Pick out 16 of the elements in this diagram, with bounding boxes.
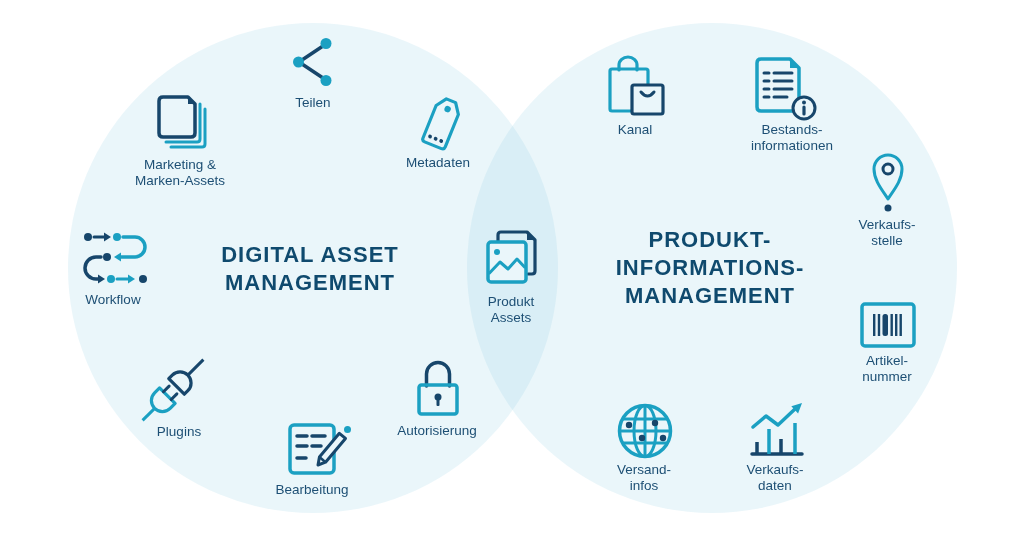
icon-caption: Plugins (156, 424, 202, 440)
icon-caption: Kanal (617, 122, 653, 138)
icon-caption: Workflow (85, 292, 141, 308)
icon-caption: Versand- infos (617, 462, 671, 494)
circle-title: PRODUKT- INFORMATIONS- MANAGEMENT (614, 226, 806, 310)
icon-caption: Marketing & Marken-Assets (134, 157, 226, 189)
icon-caption: Bestands- informationen (751, 122, 833, 154)
circle-title: DIGITAL ASSET MANAGEMENT (220, 241, 400, 297)
icon-caption: Verkaufs- daten (746, 462, 804, 494)
icon-caption: Artikel- nummer (862, 353, 912, 385)
icon-caption: Metadaten (406, 155, 470, 171)
icon-caption: Autorisierung (397, 423, 477, 439)
icon-caption: Bearbeitung (275, 482, 349, 498)
icon-caption: Produkt Assets (487, 294, 535, 326)
icon-caption: Teilen (295, 95, 331, 111)
icon-caption: Verkaufs- stelle (858, 217, 916, 249)
